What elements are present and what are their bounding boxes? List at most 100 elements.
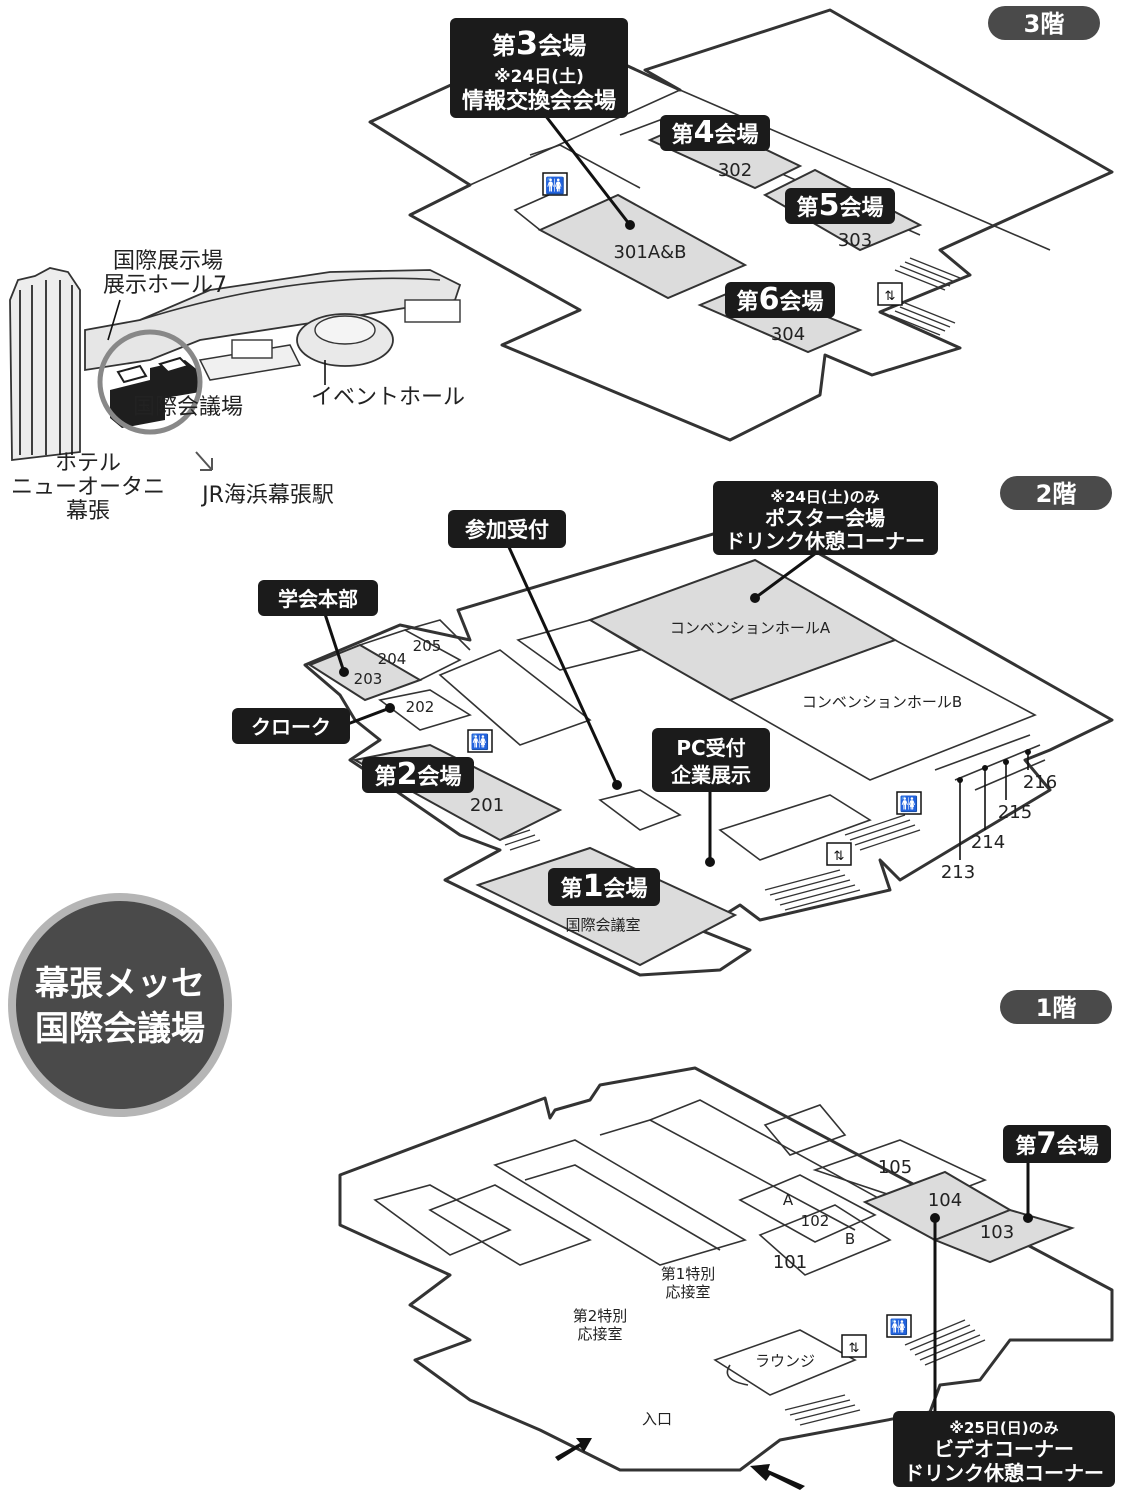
floor-1-outline (338, 1066, 1114, 1472)
pc-line1: PC受付 (676, 736, 745, 760)
elevator-icon: ⇅ (877, 282, 903, 306)
venue-badge: 幕張メッセ 国際会議場 (8, 893, 232, 1117)
room-201-label: 201 (470, 795, 504, 816)
special-room-1-line1: 第1特別 (661, 1265, 716, 1283)
poster-line2: ドリンク休憩コーナー (725, 529, 925, 553)
svg-text:第6会場: 第6会場 (737, 282, 824, 317)
hotel-tower (9, 267, 81, 462)
hall-3-sub: 情報交換会会場 (462, 88, 616, 114)
poster-callout[interactable]: ※24日(土)のみ ポスター会場 ドリンク休憩コーナー (713, 481, 938, 555)
svg-text:🚻: 🚻 (471, 733, 490, 751)
venue-name-line2: 国際会議場 (35, 1009, 205, 1049)
svg-text:第4会場: 第4会場 (672, 115, 759, 150)
poster-note: ※24日(土)のみ (770, 488, 879, 506)
hall-3-note: ※24日(土) (494, 66, 584, 87)
floor-3-label: 3階 (1024, 10, 1065, 38)
restroom-icon-1f: 🚻 (886, 1314, 912, 1338)
svg-text:第7会場: 第7会場 (1015, 1126, 1098, 1160)
conference-center-label: 国際会議場 (133, 395, 243, 420)
hall-4-label[interactable]: 第4会場 (660, 115, 770, 151)
cloak-callout[interactable]: クローク (232, 708, 350, 744)
floor-badge-2f[interactable]: 2階 (1000, 476, 1112, 510)
room-215-label: 215 (998, 802, 1032, 823)
room-103-label: 103 (980, 1222, 1014, 1243)
room-intl-label: 国際会議室 (565, 916, 640, 934)
entrance-arrow-left-icon (555, 1438, 592, 1461)
hotel-label-2: ニューオータニ (11, 475, 165, 500)
expo-hall-roof (84, 269, 462, 372)
registration-callout[interactable]: 参加受付 (448, 510, 566, 548)
elevator-icon-1f: ⇅ (841, 1334, 867, 1358)
svg-text:🚻: 🚻 (890, 1318, 909, 1336)
hall-2-label[interactable]: 第2会場 (362, 757, 474, 793)
event-hall-label: イベントホール (311, 385, 465, 410)
conference-highlight-ring (97, 329, 203, 435)
venue-name-line1: 幕張メッセ (34, 964, 205, 1004)
conference-block-1 (110, 380, 165, 428)
convention-hall-b-label: コンベンションホールB (802, 693, 962, 711)
floor-1-label: 1階 (1036, 994, 1077, 1022)
room-301-label: 301A&B (613, 242, 686, 263)
video-note: ※25日(日)のみ (949, 1419, 1058, 1437)
svg-text:第2会場: 第2会場 (375, 757, 462, 792)
overview-illustration: 国際展示場 展示ホール7 イベントホール 国際会議場 ホテル ニューオータニ 幕… (9, 249, 465, 524)
room-303-label: 303 (838, 230, 872, 251)
convention-hall-a-label: コンベンションホールA (670, 619, 831, 637)
room-204-label: 204 (378, 650, 407, 668)
restroom-icon: 🚻 (542, 172, 568, 196)
hq-label: 学会本部 (278, 587, 358, 611)
floor-3-plan: 🚻 ⇅ 301A&B 302 303 304 第3会場 ※24日(土) 情報交換… (368, 8, 1114, 442)
hall-7-label[interactable]: 第7会場 (1003, 1125, 1111, 1163)
room-302-label: 302 (718, 160, 752, 181)
hall-6-label[interactable]: 第6会場 (725, 282, 835, 318)
svg-text:第1会場: 第1会場 (561, 869, 648, 904)
room-intl[interactable] (475, 846, 738, 967)
room-301[interactable] (537, 193, 748, 300)
svg-text:⇅: ⇅ (849, 1341, 860, 1356)
poster-line1: ポスター会場 (765, 506, 885, 530)
hall-3-callout[interactable]: 第3会場 ※24日(土) 情報交換会会場 (450, 18, 628, 118)
room-216-label: 216 (1023, 772, 1057, 793)
room-105-label: 105 (878, 1157, 912, 1178)
expo-hall-label-1: 国際展示場 (113, 249, 223, 274)
room-203-label: 203 (354, 670, 383, 688)
room-101-label: 101 (773, 1252, 807, 1273)
expo-hall-label-2: 展示ホール7 (103, 273, 227, 298)
floor-2-label: 2階 (1036, 480, 1077, 508)
pc-callout[interactable]: PC受付 企業展示 (652, 728, 770, 792)
svg-text:🚻: 🚻 (900, 795, 919, 813)
lounge-label: ラウンジ (755, 1352, 815, 1370)
restroom-icon-2f-b: 🚻 (896, 791, 922, 815)
cloak-label: クローク (251, 715, 331, 739)
special-room-2-line2: 応接室 (577, 1325, 622, 1343)
room-213-label: 213 (941, 862, 975, 883)
special-room-2-line1: 第2特別 (573, 1307, 628, 1325)
room-103[interactable] (932, 1208, 1076, 1264)
floor-2-plan: 🚻 🚻 ⇅ コンベンションホールA コンベンションホールB 203 204 20… (232, 481, 1114, 977)
hall-1-label[interactable]: 第1会場 (548, 868, 660, 906)
registration-label: 参加受付 (465, 518, 549, 542)
svg-text:⇅: ⇅ (885, 289, 896, 304)
room-202-label: 202 (406, 698, 435, 716)
video-corner-callout[interactable]: ※25日(日)のみ ビデオコーナー ドリンク休憩コーナー (893, 1411, 1115, 1487)
floor-badge-3f[interactable]: 3階 (988, 6, 1100, 40)
hq-callout[interactable]: 学会本部 (258, 580, 378, 616)
floor-1-plan: 🚻 ⇅ 105 104 103 102 A B 101 第1特別 応接室 第2特… (338, 1066, 1115, 1490)
room-102-label: 102 (801, 1212, 830, 1230)
svg-text:⇅: ⇅ (834, 849, 845, 864)
room-214-label: 214 (971, 832, 1005, 853)
entrance-arrow-right-icon (750, 1464, 805, 1490)
room-102b-label: B (845, 1230, 855, 1248)
lounge-room[interactable] (713, 1329, 857, 1396)
floor-badge-1f[interactable]: 1階 (1000, 990, 1112, 1024)
video-line2: ドリンク休憩コーナー (904, 1461, 1104, 1485)
svg-text:第3会場: 第3会場 (492, 24, 586, 62)
video-line1: ビデオコーナー (934, 1437, 1074, 1461)
svg-text:🚻: 🚻 (545, 176, 565, 195)
entrance-label: 入口 (642, 1410, 672, 1428)
elevator-icon-2f: ⇅ (826, 842, 852, 866)
restroom-icon-2f-a: 🚻 (467, 729, 493, 753)
station-label: JR海浜幕張駅 (200, 483, 334, 508)
hotel-label-3: 幕張 (66, 499, 110, 524)
hall-5-label[interactable]: 第5会場 (785, 188, 895, 224)
